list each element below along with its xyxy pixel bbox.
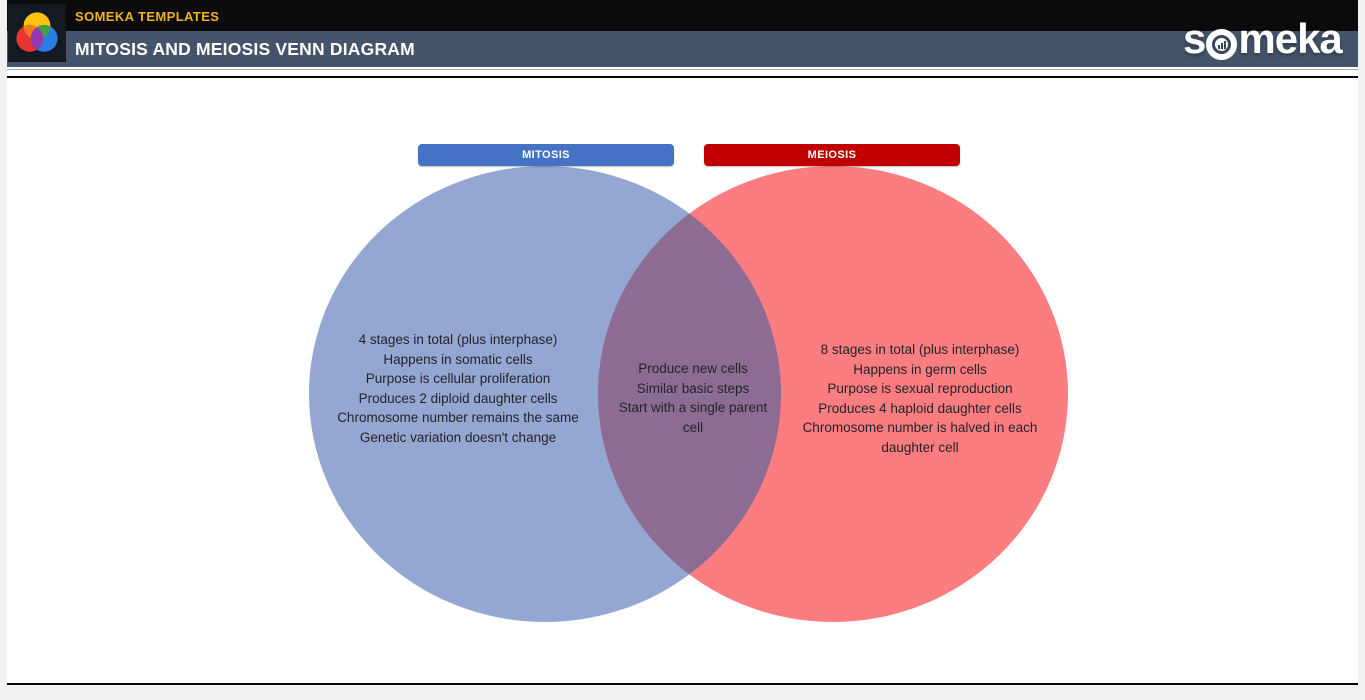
someka-logo-o-chart-icon [1206, 28, 1238, 60]
content-top-border [7, 76, 1358, 78]
brand-text: SOMEKA TEMPLATES [75, 9, 220, 24]
meiosis-facts-list: 8 stages in total (plus interphase) Happe… [778, 340, 1062, 458]
fact-line: 4 stages in total (plus interphase) [358, 332, 558, 347]
fact-line: Start with a single parent cell [618, 400, 768, 435]
fact-line: Produce new cells [638, 361, 748, 376]
header-band-top [7, 0, 1358, 31]
someka-color-wheel-icon[interactable] [8, 4, 66, 62]
fact-line: Chromosome number is halved in each daug… [802, 420, 1038, 455]
mitosis-label: MITOSIS [522, 149, 570, 161]
mitosis-facts-list: 4 stages in total (plus interphase) Happe… [316, 330, 600, 448]
meiosis-label: MEIOSIS [807, 149, 857, 161]
fact-line: 8 stages in total (plus interphase) [820, 342, 1020, 357]
someka-logo[interactable]: s meka [1183, 15, 1343, 63]
venn-overlap-region [598, 166, 781, 622]
fact-line: Purpose is cellular proliferation [365, 371, 551, 387]
page-title: MITOSIS AND MEIOSIS VENN DIAGRAM [75, 39, 415, 59]
header-band-bottom [7, 31, 1358, 67]
logo-purple-overlap [30, 24, 44, 52]
fact-line: Chromosome number remains the same [337, 410, 579, 426]
fact-line: Similar basic steps [636, 380, 750, 396]
bar-chart-icon [1215, 37, 1229, 51]
fact-line: Happens in somatic cells [383, 351, 533, 367]
color-wheel-venn-icon [16, 12, 58, 52]
header-divider-line [7, 69, 1358, 70]
someka-logo-text-post: meka [1238, 15, 1342, 62]
fact-line: Happens in germ cells [853, 361, 987, 377]
venn-diagram [309, 166, 1068, 622]
content-bottom-border [7, 683, 1358, 685]
someka-logo-text-pre: s [1183, 15, 1206, 62]
meiosis-label-button[interactable]: MEIOSIS [704, 144, 960, 166]
fact-line: Purpose is sexual reproduction [827, 381, 1013, 397]
fact-line: Produces 4 haploid daughter cells [818, 400, 1022, 416]
mitosis-label-button[interactable]: MITOSIS [418, 144, 674, 166]
fact-line: Genetic variation doesn't change [359, 429, 557, 445]
fact-line: Produces 2 diploid daughter cells [358, 390, 558, 406]
